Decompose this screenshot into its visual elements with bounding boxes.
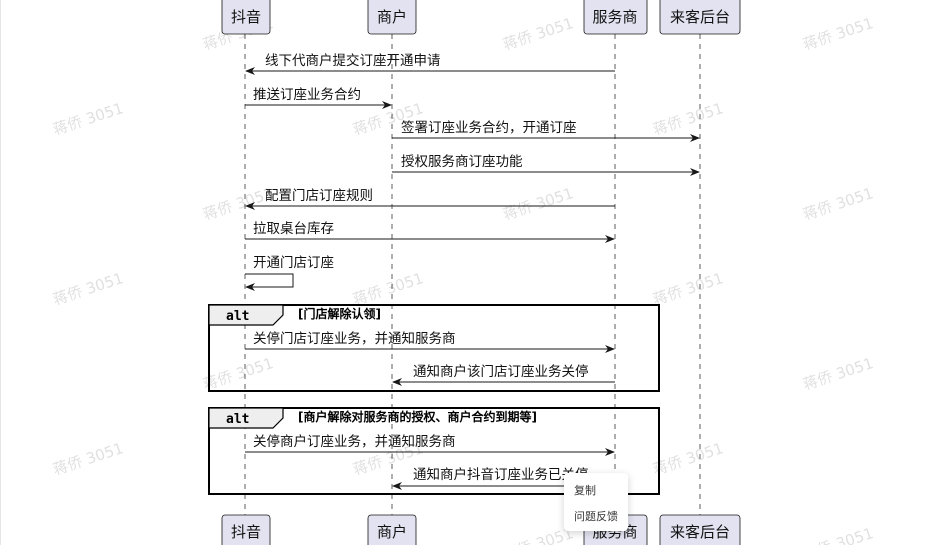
participants-bottom: 抖音 商户 服务商 来客后台 [221,514,741,545]
context-menu-feedback[interactable]: 问题反馈 [574,510,618,523]
alt-guard: [商户解除对服务商的授权、商户合约到期等] [298,409,537,424]
participant-laike-backend-top: 来客后台 [659,0,741,35]
alt-block-store-unclaim: alt [门店解除认领] [208,304,660,392]
message-10: 关停商户订座业务，并通知服务商 [245,433,615,456]
message-label: 授权服务商订座功能 [401,153,523,170]
context-menu: 复制 问题反馈 [564,473,628,531]
alt-keyword: alt [226,309,249,324]
watermark: 蒋侨 3051 [651,269,726,309]
message-label: 关停商户订座业务，并通知服务商 [253,433,456,450]
message-label: 通知商户该门店订座业务关停 [413,363,589,380]
watermark: 蒋侨 3051 [351,269,426,309]
watermark: 蒋侨 3051 [51,269,126,309]
watermark: 蒋侨 3051 [801,14,876,54]
context-menu-copy[interactable]: 复制 [574,484,596,497]
message-8: 关停门店订座业务，并通知服务商 [245,330,615,353]
alt-guard: [门店解除认领] [298,306,381,321]
participant-label: 抖音 [231,523,261,541]
watermark-layer: 蒋侨 3051 蒋侨 3051 蒋侨 3051 蒋侨 3051 蒋侨 3051 … [51,14,876,545]
alt-block-merchant-deauth: alt [商户解除对服务商的授权、商户合约到期等] [208,407,660,495]
message-7-self: 开通门店订座 [245,255,334,291]
participant-merchant-bottom: 商户 [367,514,417,545]
messages: 线下代商户提交订座开通申请 推送订座业务合约 签署订座业务合约，开通订座 授权服… [245,52,700,490]
participant-douyin-top: 抖音 [221,0,271,35]
message-label: 拉取桌台库存 [253,221,334,237]
message-label: 开通门店订座 [253,255,334,271]
watermark: 蒋侨 3051 [51,99,126,139]
watermark: 蒋侨 3051 [801,354,876,394]
message-label: 配置门店订座规则 [265,188,373,204]
message-5: 配置门店订座规则 [245,188,615,210]
alt-keyword: alt [226,412,249,427]
message-label: 推送订座业务合约 [253,87,361,103]
watermark: 蒋侨 3051 [501,184,576,224]
message-label: 签署订座业务合约，开通订座 [401,119,577,136]
participant-laike-backend-bottom: 来客后台 [659,514,741,545]
participants-top: 抖音 商户 服务商 来客后台 [221,0,741,35]
participant-label: 来客后台 [670,8,730,26]
message-1: 线下代商户提交订座开通申请 [245,52,615,75]
participant-label: 服务商 [592,8,637,26]
participant-label: 抖音 [231,8,261,26]
message-9: 通知商户该门店订座业务关停 [392,363,615,386]
watermark: 蒋侨 3051 [201,354,276,394]
message-label: 关停门店订座业务，并通知服务商 [253,330,456,347]
participant-merchant-top: 商户 [367,0,417,35]
message-self-arrow [245,273,294,291]
message-label: 线下代商户提交订座开通申请 [265,52,441,69]
watermark: 蒋侨 3051 [801,524,876,545]
message-4: 授权服务商订座功能 [392,153,700,176]
message-6: 拉取桌台库存 [245,221,615,243]
left-border [0,0,1,545]
message-3: 签署订座业务合约，开通订座 [392,119,700,142]
watermark: 蒋侨 3051 [501,14,576,54]
participant-label: 商户 [377,523,407,541]
participant-douyin-bottom: 抖音 [221,514,271,545]
watermark: 蒋侨 3051 [651,439,726,479]
participant-service-provider-top: 服务商 [583,0,648,35]
watermark: 蒋侨 3051 [651,99,726,139]
participant-label: 来客后台 [670,523,730,541]
message-2: 推送订座业务合约 [245,87,392,109]
watermark: 蒋侨 3051 [51,439,126,479]
message-label: 通知商户抖音订座业务已关停 [413,466,589,483]
watermark: 蒋侨 3051 [801,184,876,224]
participant-label: 商户 [377,8,407,26]
